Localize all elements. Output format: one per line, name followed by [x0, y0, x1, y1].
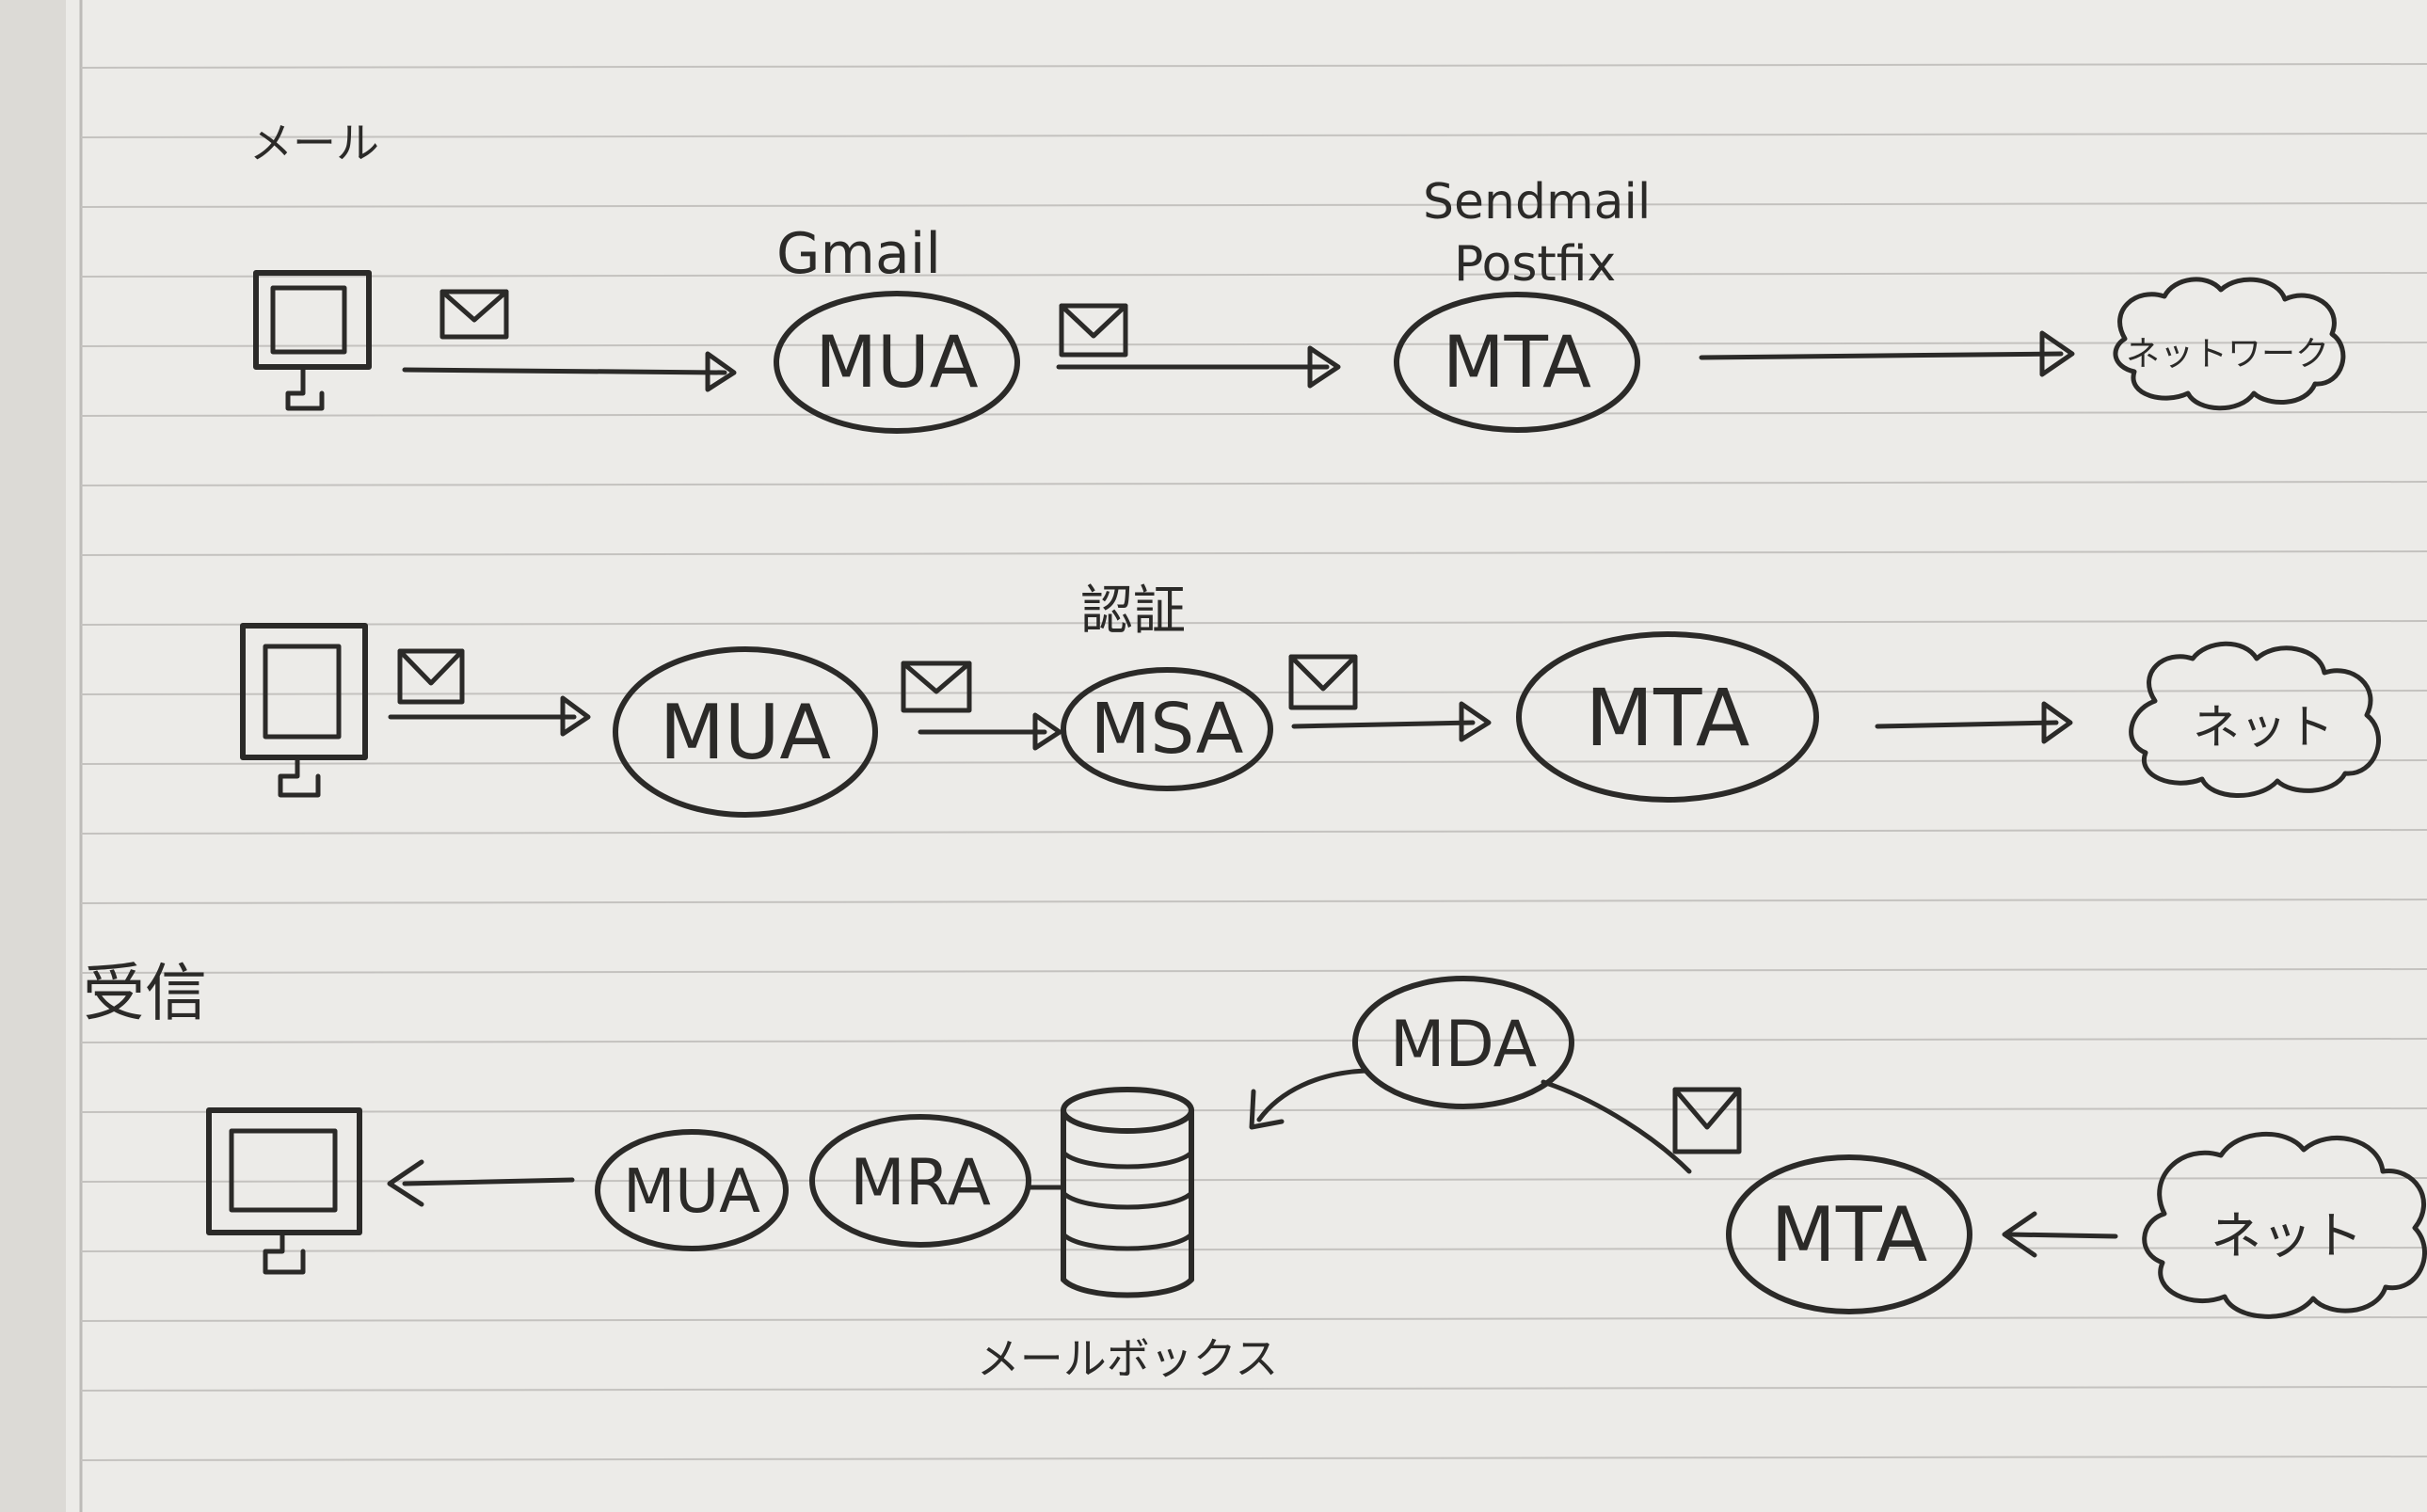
computer-icon [253, 270, 372, 411]
ruled-line [80, 690, 2427, 695]
ruled-line [80, 481, 2427, 486]
envelope-icon [1059, 303, 1128, 358]
envelope-icon [1672, 1087, 1742, 1154]
arrow-icon [2002, 1211, 2118, 1258]
section-title-receive: 受信 [83, 957, 207, 1029]
mua-node-2 [613, 646, 878, 818]
mailbox-label: メールボックス [977, 1333, 1279, 1384]
section-title-mail: メール [249, 118, 379, 168]
cloud-icon [2113, 277, 2346, 411]
envelope-icon [901, 661, 972, 713]
mta-label-2: MTA [1586, 672, 1750, 764]
envelope-icon [439, 289, 509, 340]
ruled-line [80, 63, 2427, 69]
ruled-lines [80, 63, 2427, 1461]
mua-label-2: MUA [660, 689, 832, 776]
cloud-icon [2129, 641, 2381, 798]
mta-note-sendmail: Sendmail [1423, 174, 1651, 231]
envelope-icon [1288, 654, 1358, 710]
arrow-icon [1249, 1068, 1369, 1130]
mua-note-gmail: Gmail [776, 221, 941, 287]
mda-label: MDA [1390, 1008, 1537, 1082]
arrow-icon [918, 712, 1062, 751]
ruled-line [80, 133, 2427, 138]
computer-icon [206, 1107, 362, 1275]
mra-node [809, 1114, 1031, 1248]
msa-node [1061, 667, 1273, 791]
ruled-line [80, 1038, 2427, 1043]
cloud-icon [2142, 1131, 2427, 1319]
msa-label: MSA [1091, 689, 1244, 770]
mua-node-3 [595, 1129, 789, 1251]
arrow-icon [1875, 701, 2073, 744]
mta-note-postfix: Postfix [1454, 236, 1616, 293]
mua-label-3: MUA [623, 1157, 760, 1227]
ruled-line [80, 968, 2427, 974]
ruled-line [80, 1456, 2427, 1461]
arrow-icon [388, 695, 591, 737]
arrow-icon [1291, 701, 1492, 742]
mta-label-1: MTA [1443, 320, 1591, 404]
connector-line [1541, 1079, 1692, 1174]
mua-label-1: MUA [815, 320, 978, 404]
ruled-line [80, 899, 2427, 904]
arrow-icon [387, 1159, 575, 1207]
ruled-line [80, 620, 2427, 626]
arrow-icon [402, 351, 737, 392]
ruled-line [80, 1316, 2427, 1322]
mda-node [1352, 976, 1574, 1109]
ruled-line [80, 829, 2427, 835]
network-label-2: ネット [2193, 700, 2334, 755]
ruled-line [80, 1386, 2427, 1392]
mta-node-2 [1516, 631, 1819, 803]
arrow-icon [1056, 345, 1341, 389]
computer-icon [240, 623, 368, 798]
ruled-line [80, 272, 2427, 278]
ruled-line [80, 550, 2427, 556]
ruled-line [80, 411, 2427, 417]
ruled-line [80, 1247, 2427, 1252]
ruled-line [80, 342, 2427, 347]
mra-label: MRA [850, 1146, 991, 1220]
ruled-line [80, 202, 2427, 208]
msa-note-auth: 認証 [1080, 581, 1186, 642]
arrow-icon [1699, 330, 2075, 377]
mta-node-3 [1726, 1154, 1972, 1314]
envelope-icon [397, 648, 465, 705]
mta-node-1 [1394, 292, 1640, 433]
mta-label-3: MTA [1771, 1191, 1928, 1279]
mua-node-1 [774, 291, 1020, 434]
database-icon [1061, 1087, 1194, 1298]
network-label-3: ネット [2211, 1206, 2363, 1265]
page-left-edge [0, 0, 66, 1512]
network-label-1: ネットワーク [2126, 335, 2329, 374]
